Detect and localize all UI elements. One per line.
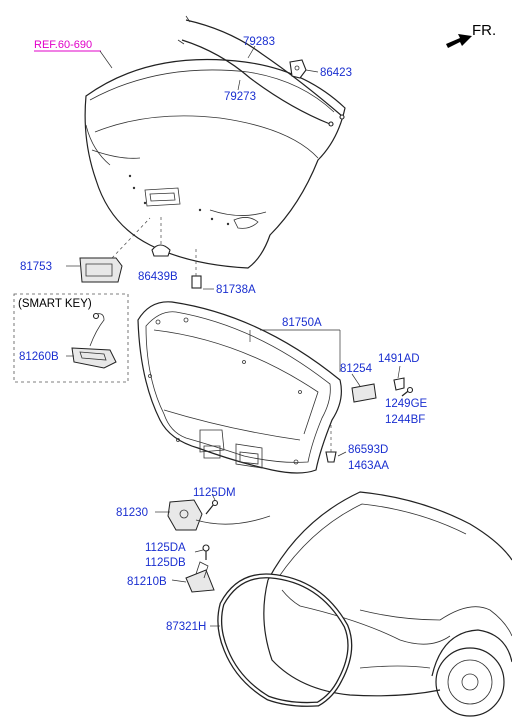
vehicle-rear-body xyxy=(263,491,512,717)
part-label-1125DA: 1125DA xyxy=(145,542,186,554)
direction-label: FR. xyxy=(472,22,496,39)
latch-81230 xyxy=(155,499,271,531)
smart-key-box: (SMART KEY) xyxy=(13,293,129,383)
part-label-86593D: 86593D xyxy=(348,444,388,456)
part-label-81254: 81254 xyxy=(340,363,373,375)
bumper-86593D xyxy=(325,424,347,463)
part-label-1125DM: 1125DM xyxy=(193,487,236,499)
arrow-forward-icon xyxy=(446,34,472,48)
smart-key-title: (SMART KEY) xyxy=(18,298,92,310)
bolt-1125DA xyxy=(194,544,210,560)
part-label-86439B: 86439B xyxy=(138,271,178,283)
trunk-lid-inner-panel xyxy=(137,301,342,474)
bolt-1125DM xyxy=(205,493,219,515)
part-label-81753: 81753 xyxy=(20,261,52,273)
part-label-81260B: 81260B xyxy=(19,351,59,363)
clip-1491AD xyxy=(393,365,405,391)
trunk-lid-outer xyxy=(84,58,346,269)
part-label-79273: 79273 xyxy=(224,91,256,103)
part-label-81738A: 81738A xyxy=(216,284,256,296)
part-label-1463AA: 1463AA xyxy=(348,460,389,472)
bumper-81738A xyxy=(191,246,214,290)
bracket-86423 xyxy=(289,59,319,79)
license-lamp-81753 xyxy=(66,217,151,283)
part-label-1125DB: 1125DB xyxy=(145,557,186,569)
part-label-1244BF: 1244BF xyxy=(385,414,425,426)
support-rods xyxy=(177,15,345,127)
grommet-86439B xyxy=(151,214,171,257)
bolt-1249GE xyxy=(401,386,414,397)
reference-callout: REF.60-690 xyxy=(34,39,113,69)
weatherstrip-87321H xyxy=(210,573,353,707)
direction-indicator: FR. xyxy=(446,22,496,48)
part-label-1249GE: 1249GE xyxy=(385,398,428,410)
part-label-81230: 81230 xyxy=(116,507,148,519)
part-label-81210B: 81210B xyxy=(127,576,167,588)
reference-label: REF.60-690 xyxy=(34,39,92,51)
bracket-81254 xyxy=(351,373,377,403)
striker-81210B xyxy=(171,561,215,593)
part-label-87321H: 87321H xyxy=(166,621,206,633)
part-label-81750A: 81750A xyxy=(282,317,322,329)
part-label-79283: 79283 xyxy=(243,36,275,48)
part-label-1491AD: 1491AD xyxy=(378,353,420,365)
part-label-86423: 86423 xyxy=(320,67,352,79)
